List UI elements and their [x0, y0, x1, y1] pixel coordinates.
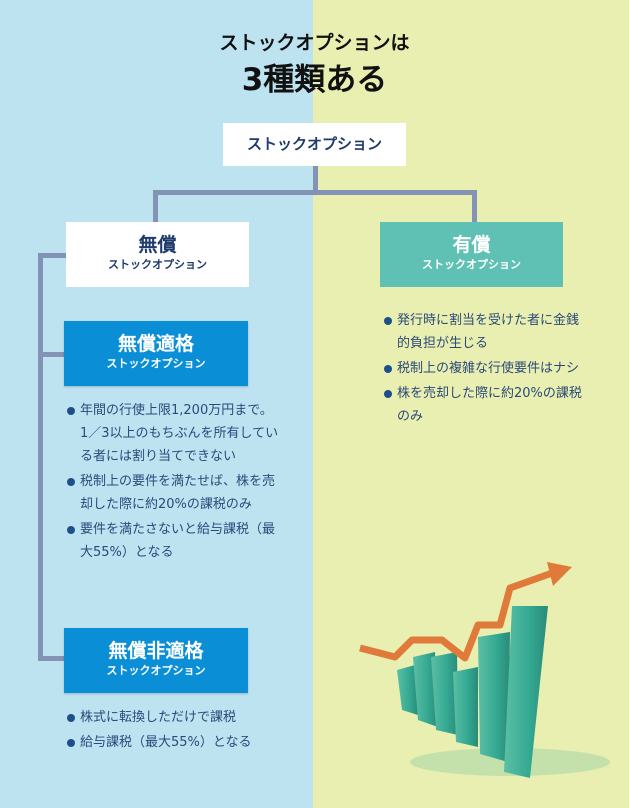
list-item: 税制上の要件を満たせば、株を売却した際に約20%の課税のみ — [67, 470, 279, 516]
nonqualified-sub: ストックオプション — [106, 664, 206, 677]
trend-line — [359, 568, 557, 662]
bar — [431, 652, 458, 735]
free-sub: ストックオプション — [108, 258, 207, 271]
connector — [313, 166, 318, 194]
free-main: 無償 — [138, 234, 177, 256]
list-item: 株を売却した際に約20%の課税のみ — [384, 382, 584, 428]
nonqualified-bullets: 株式に転換しただけで課税 給与課税（最大55%）となる — [67, 706, 287, 756]
bar — [478, 632, 510, 762]
arrow-head-icon — [547, 562, 572, 586]
title-line1: ストックオプションは — [219, 32, 410, 54]
connector — [38, 352, 64, 357]
nonqualified-box: 無償非適格 ストックオプション — [64, 628, 248, 693]
root-label: ストックオプション — [246, 135, 382, 153]
connector — [38, 253, 43, 661]
list-item: 給与課税（最大55%）となる — [67, 731, 287, 754]
connector — [153, 190, 158, 223]
bars — [397, 606, 548, 778]
bar — [397, 665, 418, 715]
bar — [413, 652, 438, 727]
list-item: 要件を満たさないと給与課税（最大55%）となる — [67, 518, 279, 564]
list-item: 発行時に割当を受けた者に金銭的負担が生じる — [384, 309, 584, 355]
free-box: 無償 ストックオプション — [66, 222, 249, 287]
nonqualified-main: 無償非適格 — [108, 640, 204, 662]
paid-sub: ストックオプション — [422, 258, 521, 271]
growth-chart-illustration — [359, 562, 610, 778]
connector — [38, 656, 64, 661]
list-item: 株式に転換しただけで課税 — [67, 706, 287, 729]
paid-bullets: 発行時に割当を受けた者に金銭的負担が生じる 税制上の複雑な行使要件はナシ 株を売… — [384, 309, 584, 430]
qualified-box: 無償適格 ストックオプション — [64, 321, 248, 386]
paid-main: 有償 — [452, 234, 491, 256]
qualified-main: 無償適格 — [117, 333, 194, 355]
bar — [453, 667, 478, 747]
paid-box: 有償 ストックオプション — [380, 222, 563, 287]
bar — [504, 606, 548, 778]
qualified-bullets: 年間の行使上限1,200万円まで。1／3以上のもちぶんを所有している者には割り当… — [67, 399, 279, 566]
list-item: 年間の行使上限1,200万円まで。1／3以上のもちぶんを所有している者には割り当… — [67, 399, 279, 468]
qualified-sub: ストックオプション — [106, 357, 206, 370]
root-box: ストックオプション — [223, 123, 406, 166]
title-line2: 3種類ある — [241, 62, 388, 98]
connector — [38, 253, 66, 258]
connector — [153, 190, 477, 195]
list-item: 税制上の複雑な行使要件はナシ — [384, 357, 584, 380]
connector — [472, 190, 477, 223]
